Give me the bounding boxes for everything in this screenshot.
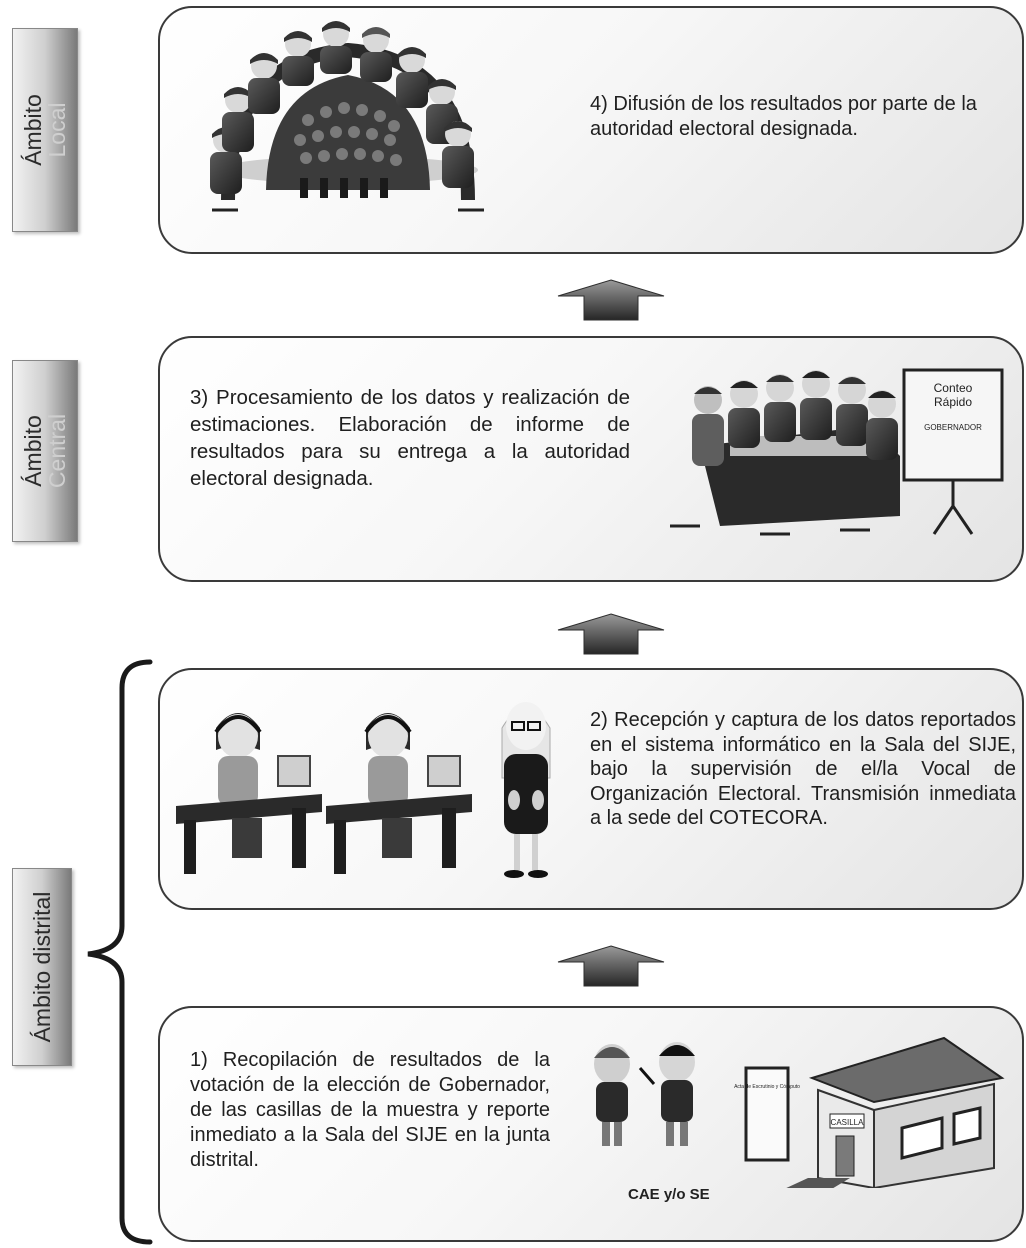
ambito-central-line2: Central (44, 413, 70, 489)
casilla-illustration: Acta de Escrutinio y Cómputo CASILLA (594, 1036, 1005, 1188)
step-2-panel (158, 668, 1024, 910)
distrital-bracket (87, 659, 153, 1245)
board-line2: Rápido (934, 395, 972, 409)
ambito-distrital-label: Ámbito distrital (12, 868, 72, 1066)
ambito-local-line2: Local (44, 102, 70, 158)
step-4-text: 4) Difusión de los resultados por parte … (590, 93, 977, 140)
step-1-text: 1) Recopilación de resultados de la vota… (190, 1049, 550, 1171)
board-line1: Conteo (934, 381, 973, 395)
ambito-local-line1: Ámbito (19, 94, 46, 166)
processing-team-illustration: Conteo Rápido GOBERNADOR (670, 368, 1004, 536)
casilla-sign: CASILLA (831, 1118, 865, 1127)
sije-operators-illustration (176, 702, 551, 878)
up-arrow-2 (557, 613, 665, 655)
cae-caption: CAE y/o SE (628, 1186, 710, 1203)
up-arrow-3 (557, 945, 665, 987)
poster-text: Acta de Escrutinio y Cómputo (734, 1084, 800, 1090)
step-3-text: 3) Procesamiento de los datos y realizac… (190, 386, 630, 490)
ambito-central-line1: Ámbito (19, 415, 46, 487)
board-line3: GOBERNADOR (924, 423, 982, 432)
council-meeting-illustration (210, 21, 484, 212)
ambito-distrital-text: Ámbito distrital (28, 891, 55, 1043)
step-2-text: 2) Recepción y captura de los datos repo… (590, 709, 1016, 829)
up-arrow-1 (557, 279, 665, 321)
